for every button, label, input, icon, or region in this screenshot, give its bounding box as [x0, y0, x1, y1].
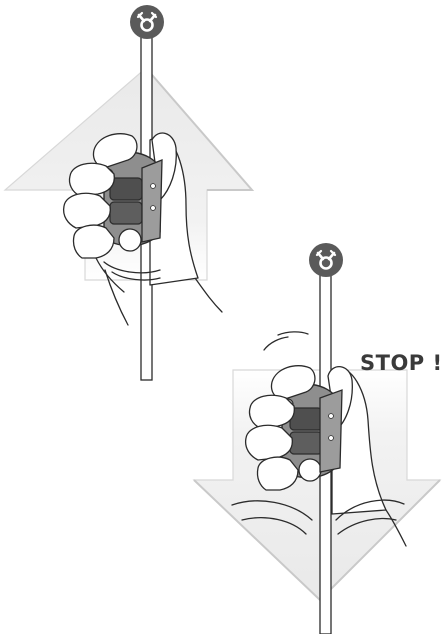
anchor-icon — [309, 243, 343, 277]
anchor-icon — [130, 5, 164, 39]
take-in-scene — [5, 5, 252, 380]
jerk-lines — [264, 332, 308, 350]
arrest-scene: STOP ! — [194, 243, 443, 634]
stop-label: STOP ! — [360, 351, 443, 375]
